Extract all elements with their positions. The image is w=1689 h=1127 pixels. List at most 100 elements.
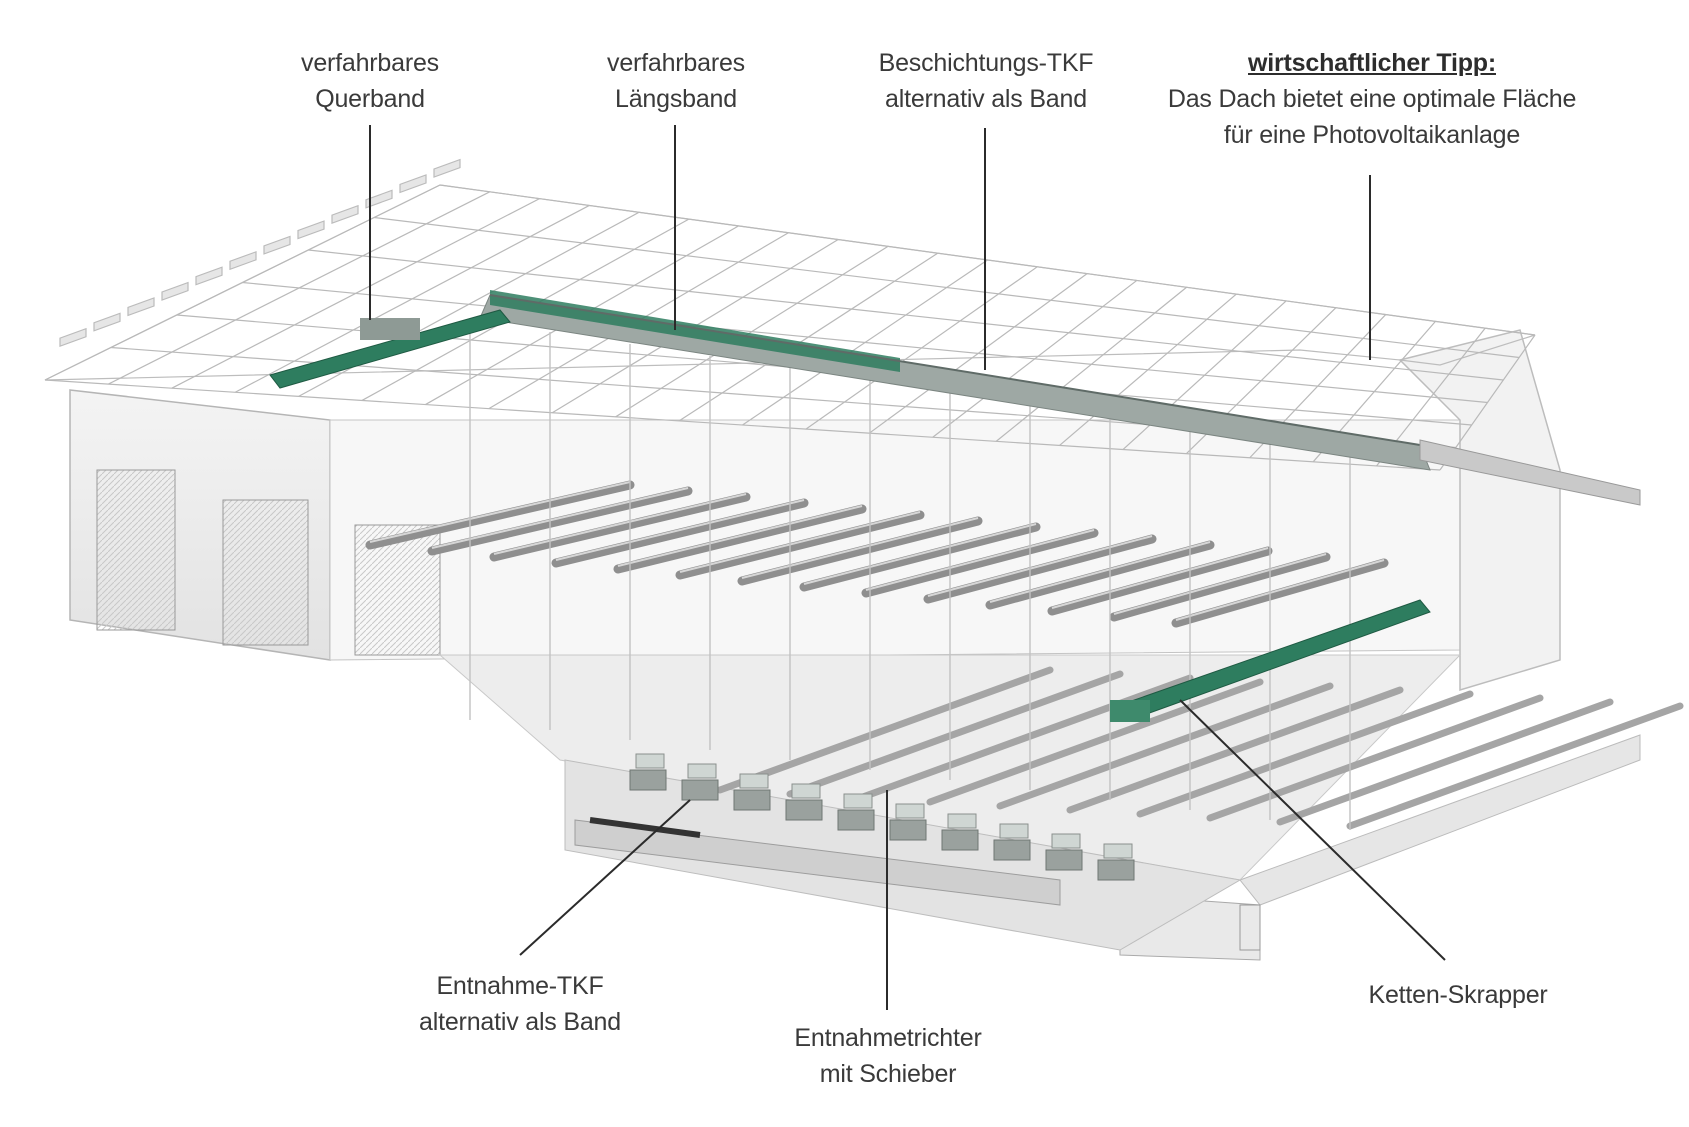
roof-purlin (308, 249, 1504, 381)
roof-panel (93, 312, 121, 332)
aeration-bar-highlight (741, 517, 979, 579)
aeration-bar-highlight (1051, 547, 1269, 609)
hopper (1097, 859, 1135, 881)
hopper-top (1103, 843, 1133, 859)
label-entnahmetrichter-line2: mit Schieber (819, 1060, 957, 1088)
discharge-hoppers (629, 753, 1135, 881)
roof-panel (297, 220, 325, 240)
cross-conveyor (269, 309, 511, 389)
hopper-top (947, 813, 977, 829)
aeration-bar (613, 504, 867, 574)
aeration-bar-highlight (865, 529, 1095, 591)
label-entnahme-tkf-line1: Entnahme-TKF (436, 972, 604, 1000)
aeration-bar-highlight (617, 505, 863, 567)
roof-panel (195, 266, 223, 286)
aeration-bar (923, 534, 1157, 604)
doors (96, 469, 441, 656)
hopper-top (791, 783, 821, 799)
hopper (889, 819, 927, 841)
aeration-bar (365, 480, 635, 550)
aeration-bar-highlight (431, 487, 689, 549)
label-beschichtung-line1: Beschichtungs-TKF (878, 49, 1094, 77)
aeration-bar (1346, 702, 1684, 830)
hopper-top (1051, 833, 1081, 849)
hopper (681, 779, 719, 801)
label-laengsband-line2: Längsband (615, 85, 737, 113)
label-entnahme-tkf-line2: alternativ als Band (419, 1008, 621, 1036)
aeration-bar (861, 528, 1099, 598)
aeration-bar (716, 666, 1054, 794)
aeration-bar (856, 674, 1194, 802)
hopper (785, 799, 823, 821)
aeration-bar (1206, 694, 1544, 822)
hopper-top (687, 763, 717, 779)
hopper (837, 809, 875, 831)
aeration-bar (1109, 552, 1331, 622)
aeration-bar-highlight (493, 493, 747, 555)
aeration-bar-highlight (803, 523, 1037, 585)
label-skrapper: Ketten-Skrapper (1368, 977, 1547, 1013)
label-skrapper-line1: Ketten-Skrapper (1368, 981, 1548, 1009)
aeration-bar (996, 682, 1334, 810)
aeration-bar (985, 540, 1215, 610)
aeration-bar (427, 486, 693, 556)
roof-panel (229, 251, 257, 271)
label-tipp-heading: wirtschaftlicher Tipp: (1248, 49, 1496, 77)
hopper-top (895, 803, 925, 819)
hopper-top (999, 823, 1029, 839)
roof-purlin (374, 216, 1520, 359)
label-beschichtung-line2: alternativ als Band (885, 85, 1087, 113)
aeration-bar (489, 492, 751, 562)
roof-panel (433, 158, 461, 178)
roof-panel (263, 235, 291, 255)
aeration-bar-highlight (369, 481, 631, 543)
label-entnahmetrichter: Entnahmetrichter mit Schieber (794, 1020, 981, 1092)
aeration-bar (799, 522, 1041, 592)
roof-purlin (242, 281, 1488, 404)
aeration-bar (1136, 690, 1474, 818)
label-querband: verfahrbares Querband (301, 45, 439, 117)
aeration-bar (737, 516, 983, 586)
aeration-bar (675, 510, 925, 580)
hopper (629, 769, 667, 791)
aeration-bar (1047, 546, 1273, 616)
label-entnahmetrichter-line1: Entnahmetrichter (794, 1024, 982, 1052)
aeration-bar-highlight (927, 535, 1153, 597)
aeration-bar-highlight (1113, 553, 1327, 615)
aeration-bar-highlight (679, 511, 921, 573)
aeration-bar (786, 670, 1124, 798)
roof-panel (365, 189, 393, 209)
label-tipp-line2: für eine Photovoltaikanlage (1223, 121, 1521, 149)
roof-panel (331, 204, 359, 224)
hopper-top (739, 773, 769, 789)
hopper-top (635, 753, 665, 769)
hopper (1045, 849, 1083, 871)
label-querband-line2: Querband (315, 85, 425, 113)
roof-panel (161, 281, 189, 301)
longitudinal-conveyor (479, 290, 1641, 506)
hopper (733, 789, 771, 811)
label-entnahme-tkf: Entnahme-TKF alternativ als Band (419, 968, 621, 1040)
hopper (993, 839, 1031, 861)
leader-lines (369, 125, 1446, 1010)
hopper-top (843, 793, 873, 809)
aeration-bar (1276, 698, 1614, 826)
hopper (941, 829, 979, 851)
label-beschichtung: Beschichtungs-TKF alternativ als Band (879, 45, 1094, 117)
label-tipp: wirtschaftlicher Tipp: Das Dach bietet e… (1167, 45, 1577, 153)
chain-scraper (1110, 599, 1431, 722)
label-tipp-line1: Das Dach bietet eine optimale Fläche (1167, 85, 1577, 113)
aeration-bar (551, 498, 809, 568)
roof-panel (399, 174, 427, 194)
roof-structure (44, 158, 1536, 471)
aeration-bar (1066, 686, 1404, 814)
roof-panel (127, 297, 155, 317)
roof-panel (59, 327, 87, 347)
label-laengsband: verfahrbares Längsband (607, 45, 745, 117)
aeration-bar (926, 678, 1264, 806)
aeration-bar-highlight (989, 541, 1211, 603)
label-laengsband-line1: verfahrbares (607, 49, 745, 77)
label-querband-line1: verfahrbares (301, 49, 439, 77)
